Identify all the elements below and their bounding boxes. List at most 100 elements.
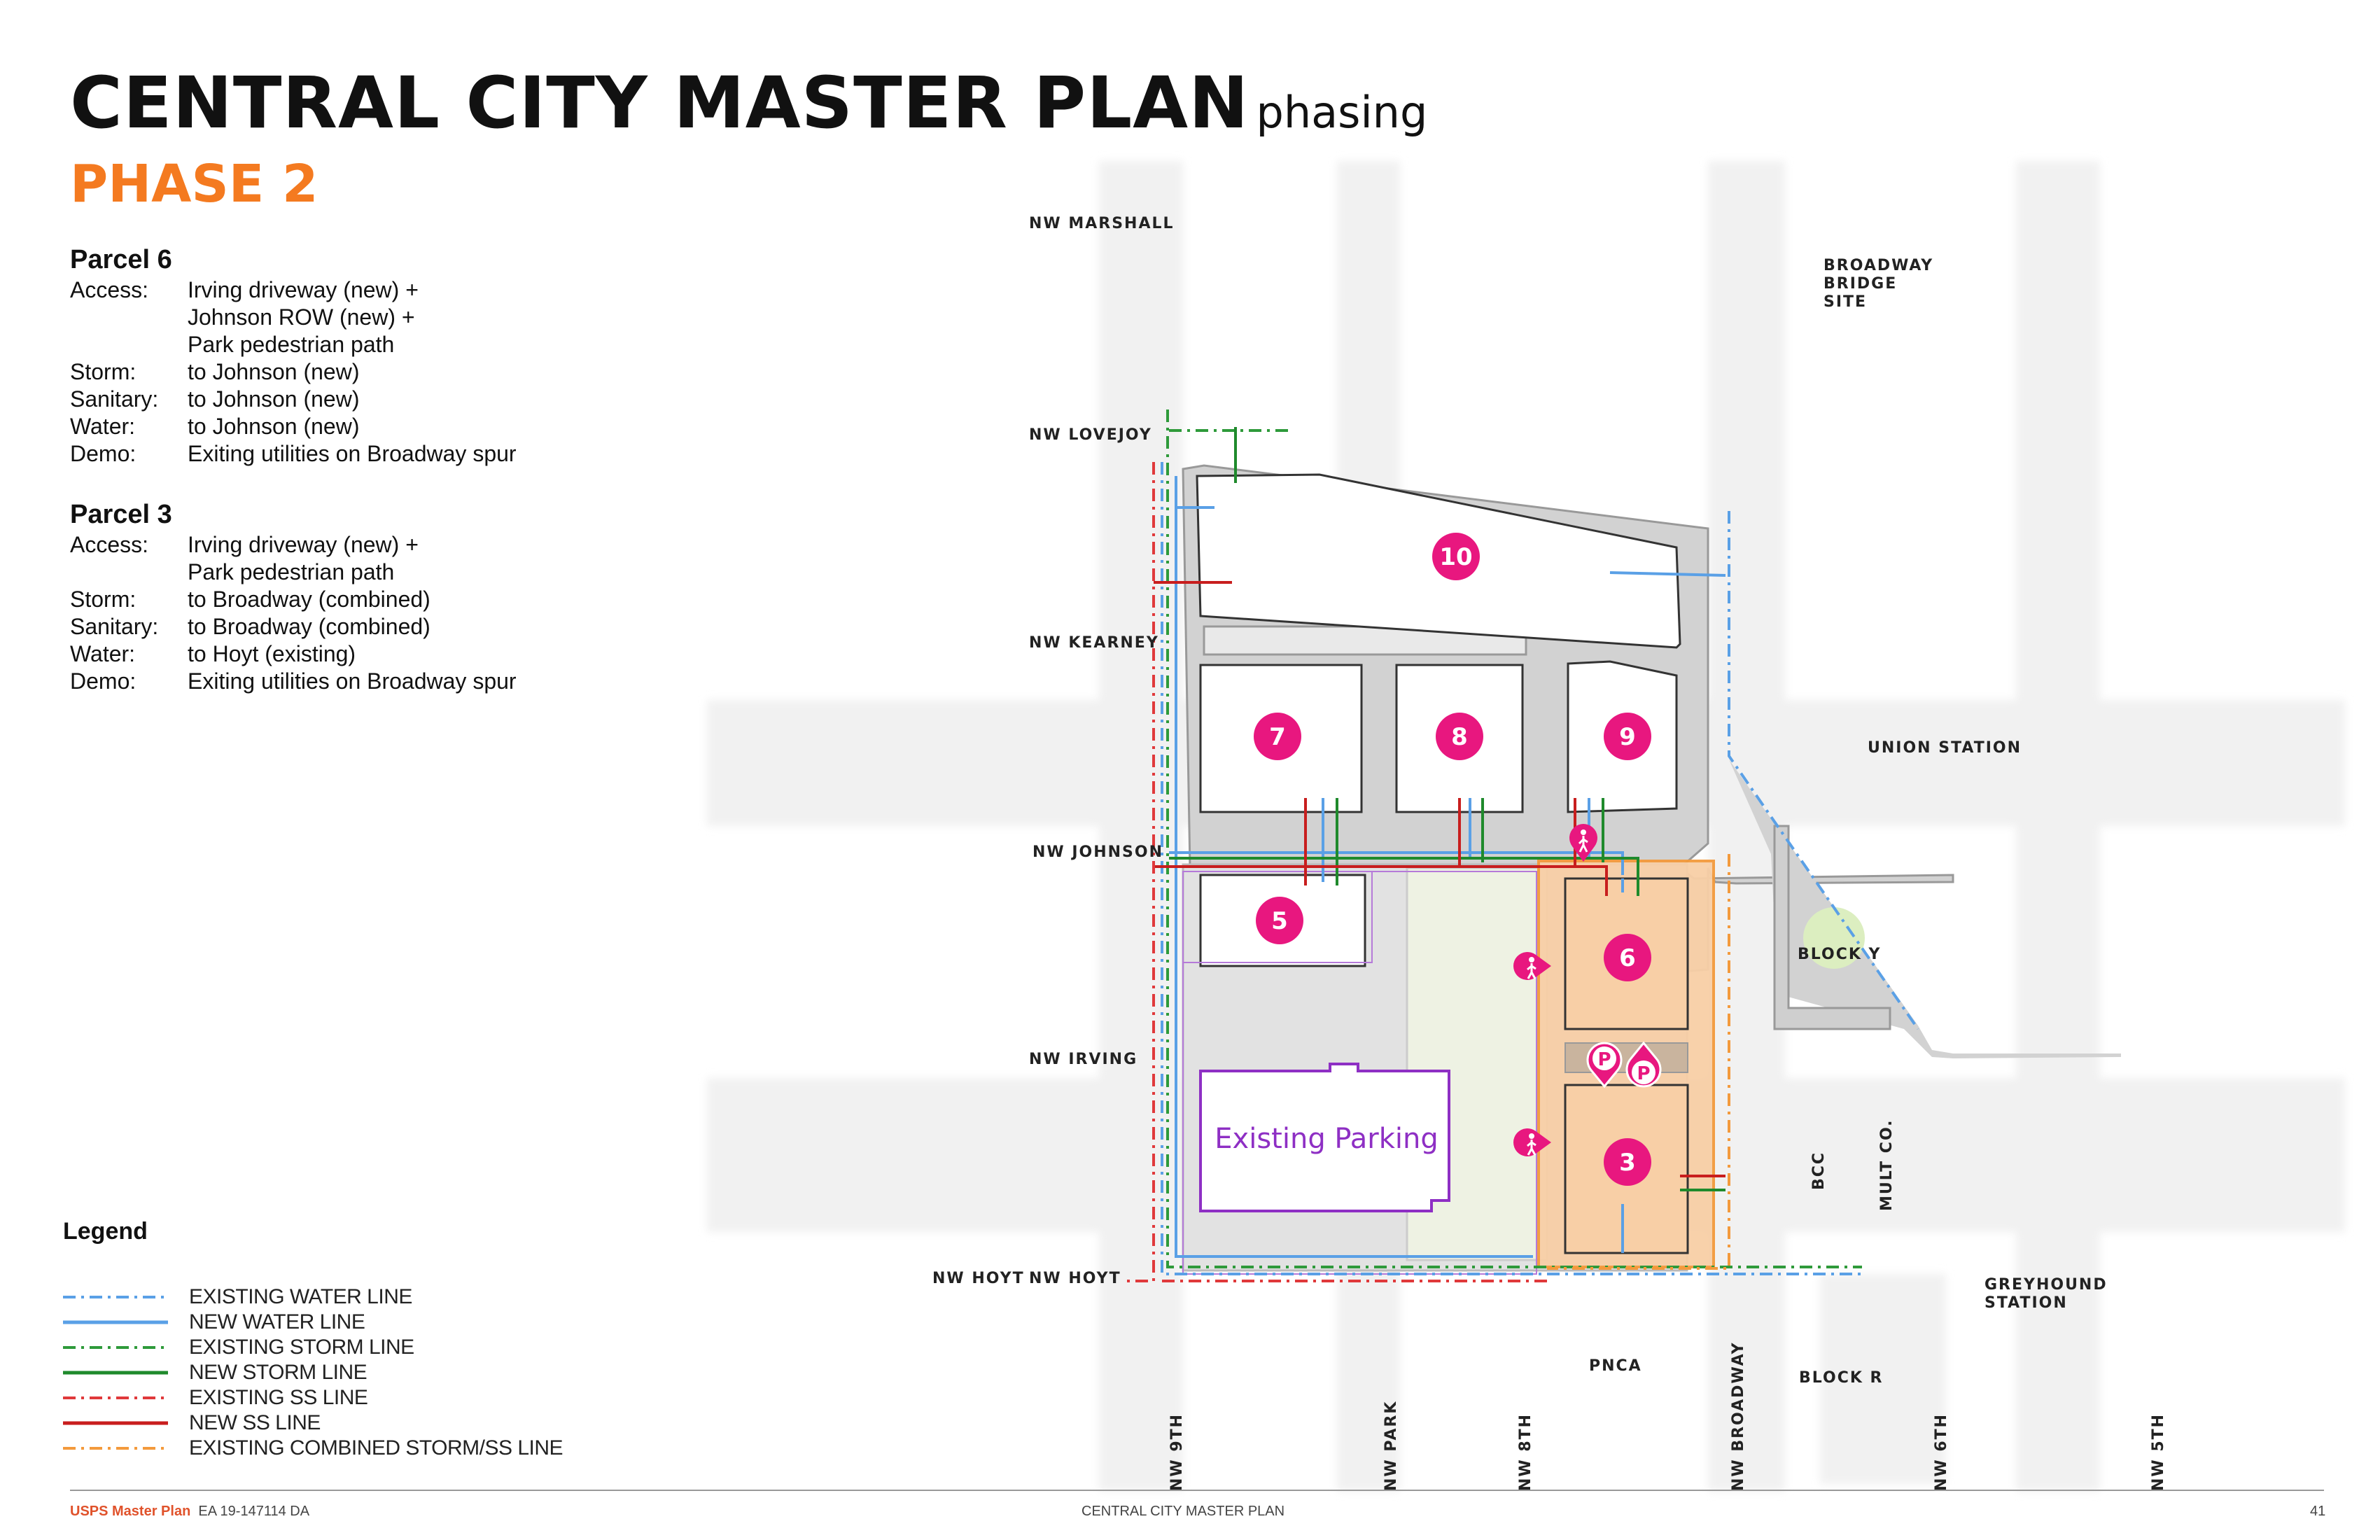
pedestrian-icon	[1513, 1128, 1551, 1156]
place-label: PNCA	[1589, 1357, 1642, 1375]
street-label: NW KEARNEY	[1029, 634, 1159, 652]
note-value: to Johnson (new)	[188, 386, 360, 412]
svg-text:10: 10	[1439, 543, 1472, 571]
note-key: Access:	[70, 532, 149, 557]
svg-text:3: 3	[1619, 1149, 1636, 1177]
parking-markers: P P	[1586, 1041, 1662, 1088]
dash-dot-line-icon	[63, 1447, 168, 1450]
note-value: Irving driveway (new) +Park pedestrian p…	[188, 532, 419, 584]
legend-item-new-ss: NEW SS LINE	[63, 1411, 321, 1435]
parcel-badges: 10 7 8 9 5 6 3	[1254, 533, 1651, 1186]
legend-item-existing-water: EXISTING WATER LINE	[63, 1285, 412, 1309]
page-number: 41	[2310, 1504, 2326, 1519]
note-value: to Broadway (combined)	[188, 614, 430, 639]
street-labels: NW MARSHALL NW LOVEJOY NW KEARNEY NW JOH…	[932, 215, 2167, 1491]
svg-text:9: 9	[1619, 723, 1636, 751]
street-label: NW PARK	[1382, 1401, 1400, 1491]
svg-text:6: 6	[1619, 944, 1636, 972]
street-label: NW 6TH	[1933, 1413, 1950, 1491]
legend: Legend EXISTING WATER LINE NEW WATER LIN…	[63, 1218, 564, 1460]
solid-line-icon	[63, 1421, 168, 1425]
note-key: Demo:	[70, 441, 136, 466]
note-row: Demo: Exiting utilities on Broadway spur	[70, 668, 517, 695]
dash-dot-line-icon	[63, 1346, 168, 1349]
note-value: to Johnson (new)	[188, 359, 360, 384]
street-label: NW 9TH	[1168, 1413, 1186, 1491]
svg-text:P: P	[1597, 1049, 1611, 1070]
place-label: SITE	[1823, 293, 1867, 311]
parcel-3-notes: Parcel 3 Access: Irving driveway (new) +P…	[70, 501, 517, 695]
place-label: BLOCK R	[1799, 1369, 1884, 1387]
note-row: Storm: to Broadway (combined)	[70, 586, 517, 613]
irving-driveway	[1564, 1042, 1688, 1073]
pedestrian-icon	[1569, 824, 1597, 862]
note-row: Access: Irving driveway (new) +Park pedes…	[70, 531, 517, 586]
footer-brand: USPS Master Plan	[70, 1504, 191, 1519]
note-row: Sanitary:to Broadway (combined)	[70, 613, 517, 640]
note-key: Storm:	[70, 587, 136, 612]
parcel-6-badge: 6	[1604, 934, 1651, 981]
parking-icon: P	[1625, 1041, 1662, 1088]
note-row: Sanitary: to Johnson (new)	[70, 386, 517, 413]
phase-2-parcels	[1537, 860, 1715, 1268]
note-row: Access: Irving driveway (new) +Johnson RO…	[70, 276, 517, 358]
pedestrian-icon	[1513, 952, 1551, 980]
footer-center: CENTRAL CITY MASTER PLAN	[1082, 1504, 1285, 1519]
note-row: Water: to Johnson (new)	[70, 413, 517, 440]
dash-dot-line-icon	[63, 1296, 168, 1298]
parcel-5-badge: 5	[1256, 897, 1303, 944]
note-row: Storm:to Johnson (new)	[70, 358, 517, 386]
note-value: Irving driveway (new) +Johnson ROW (new)…	[188, 277, 419, 357]
parcel-3-badge: 3	[1604, 1138, 1651, 1186]
note-value: to Broadway (combined)	[188, 587, 430, 612]
street-label: NW IRVING	[1029, 1051, 1138, 1068]
svg-text:5: 5	[1271, 907, 1288, 935]
note-key: Water:	[70, 641, 136, 666]
street-label: NW MARSHALL	[1029, 215, 1175, 232]
place-label: BROADWAY	[1823, 257, 1933, 274]
note-key: Water:	[70, 414, 136, 439]
parcel-7-badge: 7	[1254, 713, 1301, 760]
note-key: Sanitary:	[70, 386, 159, 412]
place-labels: BROADWAY BRIDGE SITE UNION STATION BLOCK…	[1589, 257, 2108, 1387]
utility-lines	[1127, 410, 1919, 1282]
place-label: UNION STATION	[1868, 739, 2022, 757]
street-label: NW 5TH	[2150, 1413, 2167, 1491]
parcel-10-badge: 10	[1432, 533, 1480, 580]
street-label: NW LOVEJOY	[1029, 426, 1152, 444]
footer-divider	[70, 1490, 2324, 1491]
note-value: to Hoyt (existing)	[188, 641, 356, 666]
svg-text:P: P	[1637, 1063, 1650, 1084]
note-row: Demo:Exiting utilities on Broadway spur	[70, 440, 517, 468]
existing-parking-label: Existing Parking	[1214, 1123, 1438, 1155]
legend-item-existing-storm: EXISTING STORM LINE	[63, 1336, 414, 1359]
dash-dot-line-icon	[63, 1396, 168, 1399]
note-row: Water: to Hoyt (existing)	[70, 640, 517, 668]
street-label: NW HOYT	[932, 1270, 1025, 1287]
title-text: CENTRAL CITY MASTER PLAN	[70, 62, 1250, 145]
solid-line-icon	[63, 1320, 168, 1324]
place-label: GREYHOUND	[1984, 1276, 2108, 1294]
note-value: to Johnson (new)	[188, 414, 360, 439]
legend-item-new-water: NEW WATER LINE	[63, 1310, 365, 1334]
note-key: Access:	[70, 277, 149, 302]
street-label: NW JOHNSON	[1032, 844, 1163, 861]
solid-line-icon	[63, 1371, 168, 1375]
street-label: NW 8TH	[1517, 1413, 1534, 1491]
place-label: BLOCK Y	[1798, 946, 1882, 963]
existing-parking: Existing Parking	[1182, 871, 1537, 1275]
svg-text:7: 7	[1269, 723, 1286, 751]
pedestrian-markers	[1513, 824, 1597, 1156]
note-value: Exiting utilities on Broadway spur	[188, 668, 517, 694]
legend-item-new-storm: NEW STORM LINE	[63, 1361, 368, 1385]
legend-item-existing-combined: EXISTING COMBINED STORM/SS LINE	[63, 1436, 564, 1460]
title-subtitle: phasing	[1256, 87, 1428, 138]
parcel-heading: Parcel 3	[70, 500, 172, 529]
legend-title: Legend	[63, 1218, 148, 1245]
note-key: Demo:	[70, 668, 136, 694]
footer-left: USPS Master Plan EA 19-147114 DA	[70, 1504, 309, 1520]
place-label: BRIDGE	[1823, 275, 1897, 293]
legend-item-existing-ss: EXISTING SS LINE	[63, 1386, 368, 1410]
place-label: STATION	[1984, 1294, 2068, 1312]
